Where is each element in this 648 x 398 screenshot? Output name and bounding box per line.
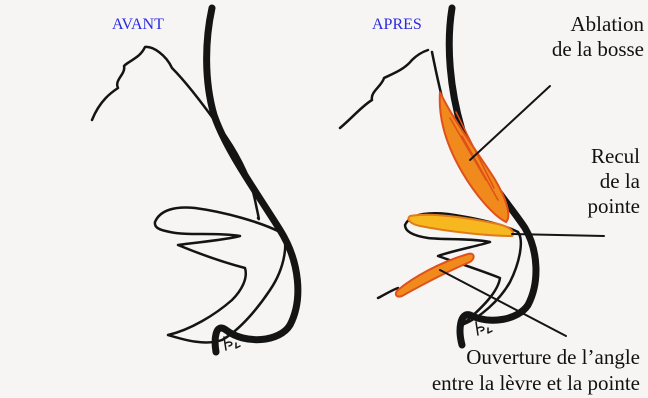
leader-lines xyxy=(440,86,604,336)
after-profile xyxy=(340,8,536,345)
angle-opening-area xyxy=(396,254,474,297)
tip-annotation-line2: de la xyxy=(588,169,641,194)
tip-annotation: Recul de la pointe xyxy=(588,144,641,219)
angle-annotation: Ouverture de l’angle entre la lèvre et l… xyxy=(432,344,640,396)
hump-annotation: Ablation de la bosse xyxy=(552,12,644,62)
tip-setback-area xyxy=(408,215,513,236)
hump-leader xyxy=(470,86,550,160)
angle-annotation-line2: entre la lèvre et la pointe xyxy=(432,370,640,396)
before-nose-contour xyxy=(207,8,298,352)
angle-annotation-line1: Ouverture de l’angle xyxy=(432,344,640,370)
after-brow-line xyxy=(340,50,428,128)
hump-annotation-line2: de la bosse xyxy=(552,37,644,62)
tip-annotation-line1: Recul xyxy=(588,144,641,169)
hump-annotation-line1: Ablation xyxy=(552,12,644,37)
tip-annotation-line3: pointe xyxy=(588,194,641,219)
modified-areas xyxy=(396,92,513,297)
before-nostril xyxy=(155,208,285,343)
after-signature xyxy=(476,322,492,335)
before-title: AVANT xyxy=(112,16,164,34)
before-profile xyxy=(92,8,298,352)
before-brow-line xyxy=(92,47,259,219)
after-title: APRES xyxy=(372,16,422,34)
